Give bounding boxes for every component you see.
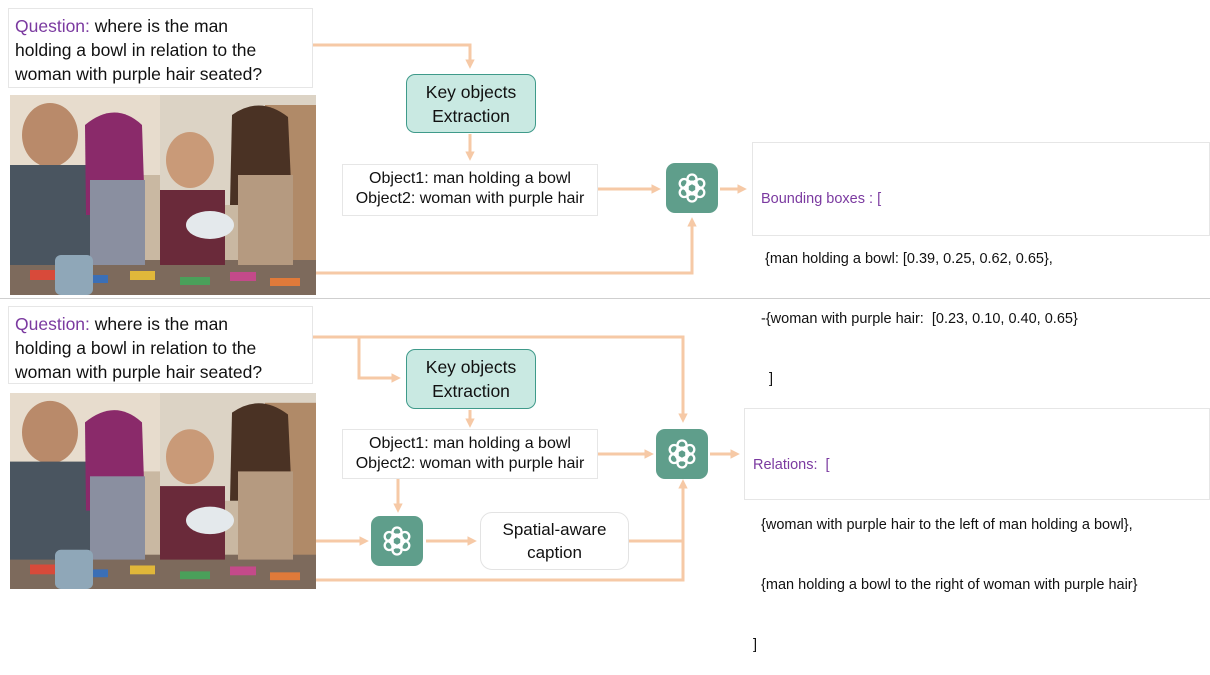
caption-line-1: Spatial-aware <box>502 520 607 539</box>
key-objects-extraction-box: Key objects Extraction <box>406 74 536 133</box>
question-box: Question: where is the man holding a bow… <box>8 8 313 88</box>
question-line-2: holding a bowl in relation to the <box>15 40 257 60</box>
output-line-2: -{woman with purple hair: [0.23, 0.10, 0… <box>761 311 1078 327</box>
scene-photo <box>10 95 316 295</box>
openai-logo-icon-caption <box>371 516 423 566</box>
output-title-2: Relations: [ <box>753 457 830 473</box>
scene-photo-illustration-2 <box>10 393 316 589</box>
flow-arrows <box>313 43 747 582</box>
output-line-2-2: {man holding a bowl to the right of woma… <box>753 577 1138 593</box>
relations-output: Relations: [ {woman with purple hair to … <box>744 408 1210 653</box>
question-label-2: Question: <box>15 314 90 334</box>
object1-text-2: Object1: man holding a bowl <box>369 435 571 452</box>
caption-line-2: caption <box>527 543 582 562</box>
question-label: Question: <box>15 16 90 36</box>
scene-photo-illustration <box>10 95 316 295</box>
question-box-2: Question: where is the man holding a bow… <box>8 306 313 384</box>
arrow-image-to-model <box>316 217 697 275</box>
openai-logo-icon <box>666 163 718 213</box>
bounding-boxes-output: Bounding boxes : [ {man holding a bowl: … <box>752 142 1210 387</box>
arrow-caption-to-model <box>629 479 688 543</box>
openai-knot-icon <box>678 173 706 203</box>
question-line-3-2: woman with purple hair seated? <box>15 362 263 382</box>
output-line-3: ] <box>761 371 774 387</box>
output-title: Bounding boxes : [ <box>761 191 882 207</box>
question-line-2-2: holding a bowl in relation to the <box>15 338 257 358</box>
spatial-aware-caption-box: Spatial-aware caption <box>480 512 629 570</box>
arrow-image-to-model-2 <box>316 540 685 582</box>
output-line-1-2: {woman with purple hair to the left of m… <box>753 517 1133 533</box>
openai-knot-icon-caption <box>383 526 411 556</box>
openai-logo-icon-2 <box>656 429 708 479</box>
key-objects-line-2: Extraction <box>432 105 510 126</box>
key-objects-line-1-2: Key objects <box>425 357 517 377</box>
arrow-question-to-model-2 <box>359 335 688 423</box>
arrow-question-to-extraction <box>313 43 475 69</box>
object1-text: Object1: man holding a bowl <box>369 170 571 187</box>
object2-text-2: Object2: woman with purple hair <box>355 455 585 472</box>
question-line-3: woman with purple hair seated? <box>15 64 263 84</box>
question-line-1-2: where is the man <box>94 314 229 334</box>
output-line-1: {man holding a bowl: [0.39, 0.25, 0.62, … <box>761 251 1053 267</box>
section-divider <box>0 298 1210 299</box>
objects-box-2: Object1: man holding a bowl Object2: wom… <box>342 429 598 479</box>
arrow-question-to-extraction-2 <box>313 335 401 383</box>
objects-box: Object1: man holding a bowl Object2: wom… <box>342 164 598 216</box>
key-objects-extraction-box-2: Key objects Extraction <box>406 349 536 409</box>
object2-text: Object2: woman with purple hair <box>355 190 585 207</box>
key-objects-line-1: Key objects <box>425 81 517 102</box>
openai-knot-icon-2 <box>668 439 696 469</box>
scene-photo-2 <box>10 393 316 589</box>
key-objects-line-2-2: Extraction <box>432 381 510 401</box>
question-line-1: where is the man <box>94 16 229 36</box>
output-line-3-2: ] <box>753 637 758 653</box>
